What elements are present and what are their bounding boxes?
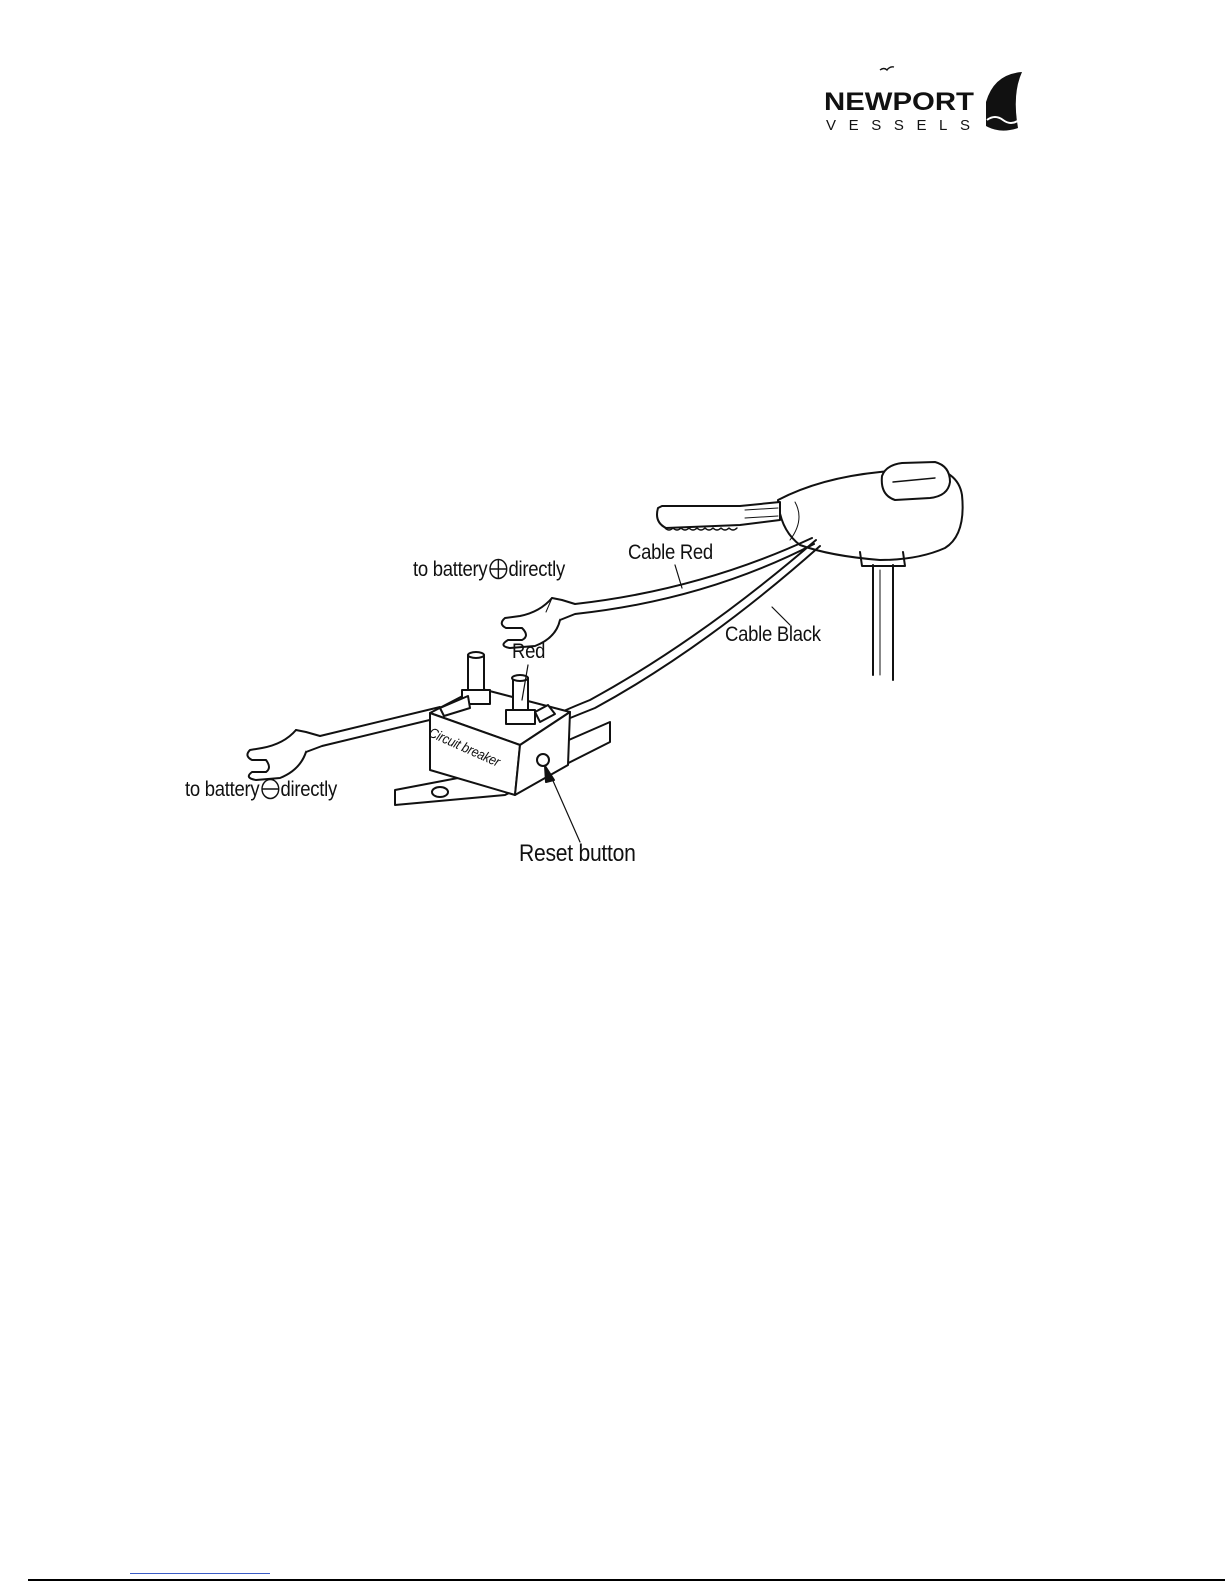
label-cable-red: Cable Red xyxy=(628,541,713,565)
battery-positive-suffix: directly xyxy=(509,558,565,581)
right-stud xyxy=(506,675,555,724)
battery-positive-text: to battery xyxy=(413,558,487,581)
label-cable-black: Cable Black xyxy=(725,623,821,647)
label-battery-negative: to battery directly xyxy=(185,778,337,802)
motor-shaft xyxy=(873,565,893,680)
battery-negative-text: to battery xyxy=(185,778,259,801)
label-reset-button: Reset button xyxy=(519,840,636,868)
plus-circle-icon xyxy=(488,558,507,580)
negative-cable xyxy=(320,707,442,746)
tiller-head xyxy=(778,462,963,566)
negative-ring-terminal xyxy=(247,730,322,780)
reset-button-arrow xyxy=(545,766,580,842)
footer-link-underline xyxy=(130,1573,270,1574)
label-red: Red xyxy=(512,640,545,664)
battery-negative-suffix: directly xyxy=(281,778,337,801)
footer-rule xyxy=(28,1579,1225,1581)
minus-circle-icon xyxy=(260,778,279,800)
label-battery-positive: to battery directly xyxy=(413,558,565,582)
tiller-handle xyxy=(657,502,780,530)
